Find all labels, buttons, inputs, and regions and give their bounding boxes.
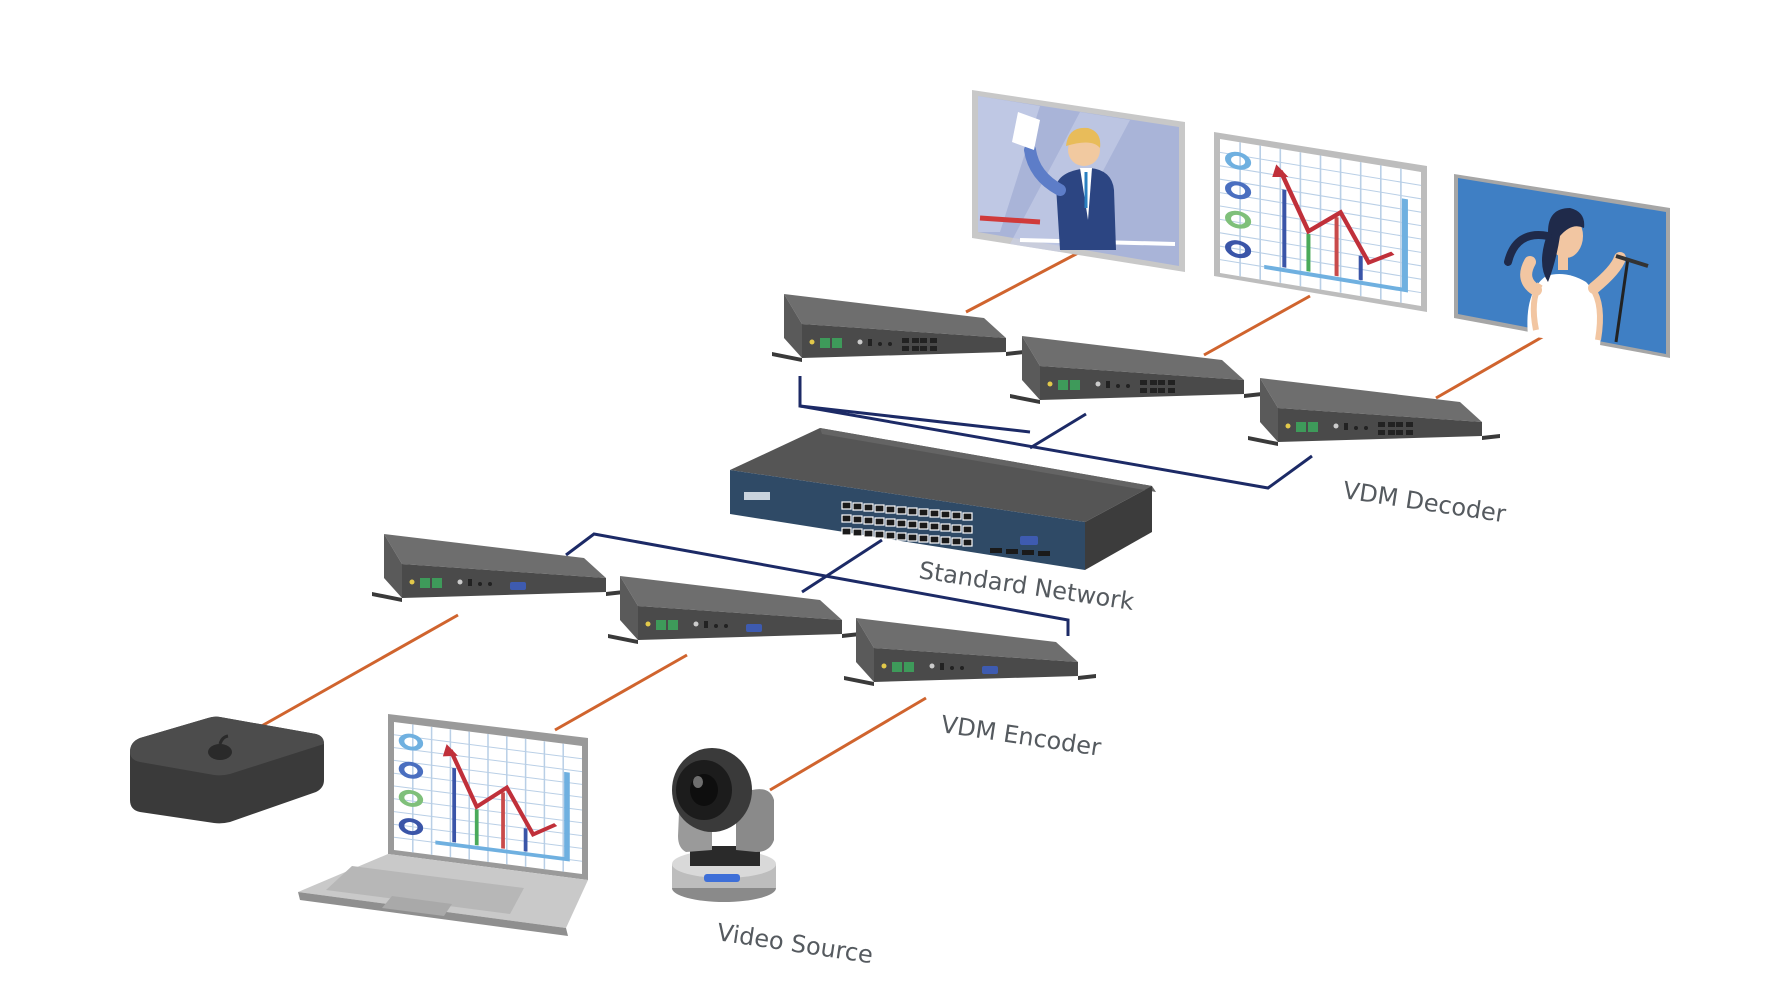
decoder-1 bbox=[772, 294, 1024, 362]
video-cables bbox=[257, 251, 1545, 792]
switch-ports bbox=[841, 501, 973, 547]
media-player bbox=[130, 716, 324, 824]
laptop-icon bbox=[298, 714, 588, 936]
ptz-camera-icon bbox=[672, 748, 776, 902]
network-cable-decoder-3 bbox=[799, 404, 1313, 490]
encoder-1 bbox=[372, 534, 624, 602]
label-vdm-encoder: VDM Encoder bbox=[939, 710, 1103, 762]
video-cable-camera bbox=[769, 696, 927, 792]
network-cables bbox=[565, 376, 1313, 636]
laptop bbox=[298, 714, 588, 936]
network-cable-decoder-2 bbox=[1029, 412, 1087, 450]
display-chart bbox=[1214, 132, 1427, 312]
encoder-2 bbox=[608, 576, 860, 644]
apple-logo-icon bbox=[208, 734, 232, 760]
display-singer bbox=[1454, 174, 1670, 358]
network-cable-encoder-2 bbox=[801, 538, 883, 594]
label-video-source: Video Source bbox=[715, 918, 875, 969]
decoder-3 bbox=[1248, 378, 1500, 446]
display-presenter bbox=[972, 90, 1185, 272]
label-vdm-decoder: VDM Decoder bbox=[1341, 476, 1508, 528]
video-cable-monitor-2 bbox=[1203, 294, 1311, 357]
video-cable-media-player bbox=[257, 613, 459, 730]
encoder-3 bbox=[844, 618, 1096, 686]
video-cable-laptop bbox=[554, 653, 688, 732]
video-cable-monitor-3 bbox=[1435, 334, 1545, 400]
network-switch bbox=[730, 428, 1156, 570]
video-cable-monitor-1 bbox=[965, 251, 1079, 314]
decoder-2 bbox=[1010, 336, 1262, 404]
network-cable-decoder-1 bbox=[798, 376, 1031, 434]
network-cable-encoder-1 bbox=[565, 532, 1070, 636]
label-standard-network: Standard Network bbox=[917, 556, 1136, 616]
